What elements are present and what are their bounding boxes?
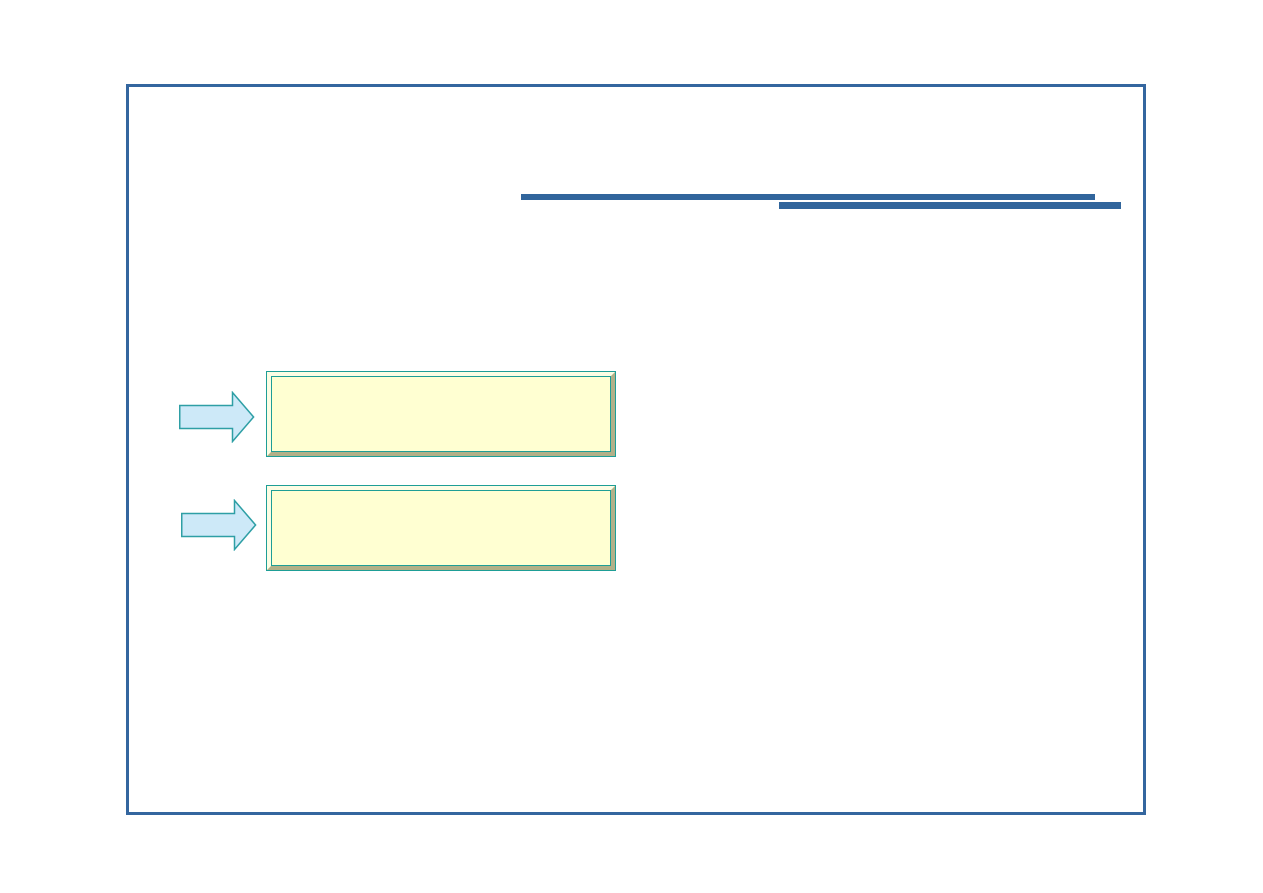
callout-box-1-bevel <box>267 372 615 456</box>
block-arrow-1 <box>179 391 255 443</box>
title-underline-primary <box>521 194 1095 200</box>
title-underline-secondary <box>779 202 1121 209</box>
right-arrow-icon <box>179 391 255 443</box>
callout-box-2-inner <box>271 490 611 566</box>
slide-border-frame <box>126 84 1146 815</box>
block-arrow-2 <box>181 499 257 551</box>
callout-box-1-inner <box>271 376 611 452</box>
callout-box-2 <box>266 485 616 571</box>
callout-box-2-bevel <box>267 486 615 570</box>
callout-box-1 <box>266 371 616 457</box>
right-arrow-icon <box>181 499 257 551</box>
